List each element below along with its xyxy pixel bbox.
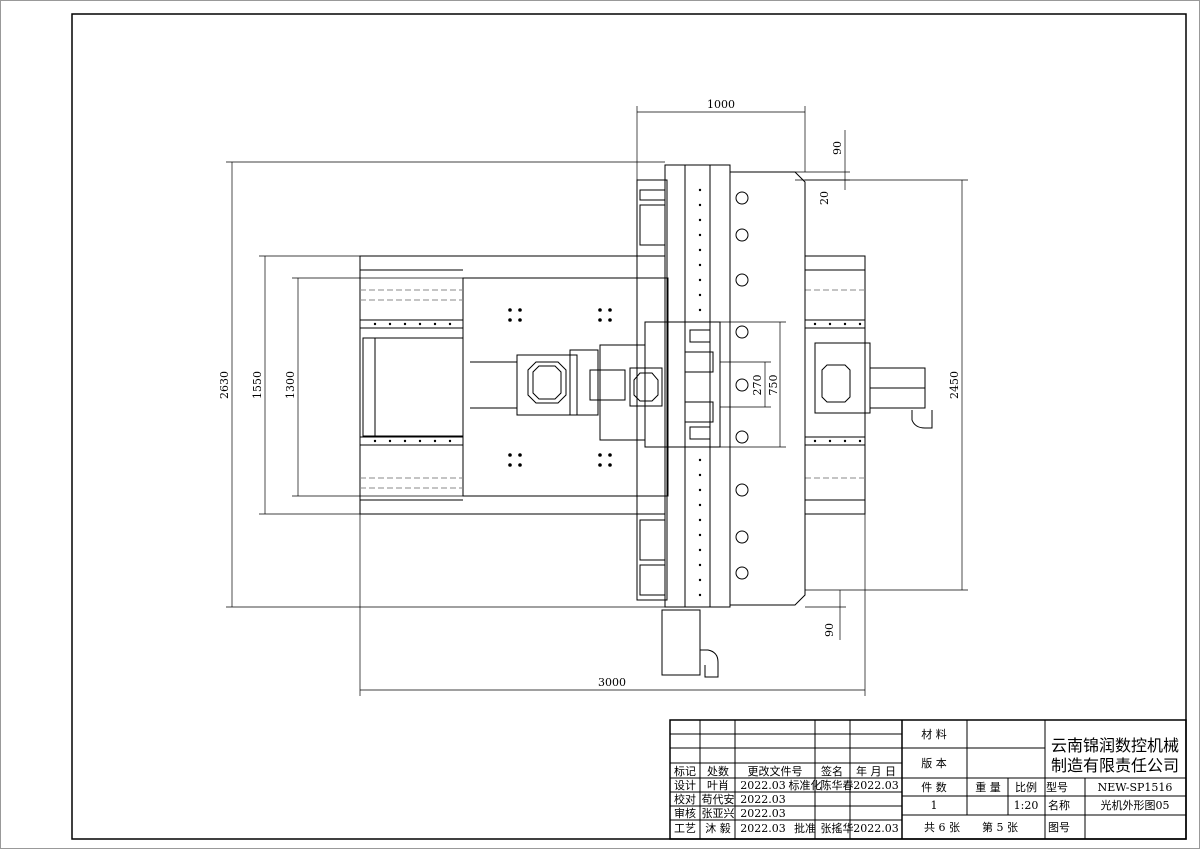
dim-bottom-offset: 90 <box>823 623 836 637</box>
dim-inner-height-1: 1550 <box>251 371 264 399</box>
weight-label: 重 量 <box>975 780 1001 794</box>
material-label: 材 料 <box>921 727 947 741</box>
row-check-person: 苟代安 <box>702 792 735 806</box>
base-right <box>804 255 866 515</box>
row-process-role2: 批准 <box>794 821 816 835</box>
dimension-lines <box>226 106 968 696</box>
dim-right-offset-small: 20 <box>818 191 831 205</box>
dim-right-offset-top: 90 <box>831 141 844 155</box>
company-line2: 制造有限责任公司 <box>1051 756 1179 775</box>
name-value: 光机外形图05 <box>1101 798 1170 812</box>
fixture-left <box>516 354 578 416</box>
table-holes <box>508 308 612 467</box>
header-count: 处数 <box>707 765 729 778</box>
row-process-date2: 2022.03 <box>853 822 899 835</box>
row-design-person: 叶肖 <box>707 778 729 792</box>
base-left <box>359 255 666 515</box>
header-mark: 标记 <box>674 764 696 778</box>
row-process-role: 工艺 <box>674 822 696 835</box>
row-check-role: 校对 <box>674 792 696 806</box>
row-design-person2: 陈华春 <box>821 778 854 792</box>
header-signature: 签名 <box>821 764 843 778</box>
header-date: 年 月 日 <box>856 764 896 778</box>
row-design-date2: 2022.03 <box>853 779 899 792</box>
company-line1: 云南锦润数控机械 <box>1051 736 1179 755</box>
scale-label: 比例 <box>1015 780 1037 794</box>
row-process-person: 沐 毅 <box>705 821 731 835</box>
header-change-doc: 更改文件号 <box>748 764 803 778</box>
version-label: 版 本 <box>921 756 947 770</box>
row-design-role: 设计 <box>674 779 696 792</box>
sheet-total: 共 6 张 <box>924 821 960 834</box>
row-review-role: 审核 <box>674 806 696 820</box>
dim-overall-height: 2630 <box>218 371 231 399</box>
row-review-date: 2022.03 <box>740 807 786 820</box>
row-design-date: 2022.03 <box>740 779 786 792</box>
rail-holes <box>373 188 862 597</box>
dim-center-750: 750 <box>767 375 780 396</box>
model-value: NEW-SP1516 <box>1098 781 1173 794</box>
motor-bottom <box>661 609 701 676</box>
count-label: 件 数 <box>921 781 947 794</box>
row-check-date: 2022.03 <box>740 793 786 806</box>
scale-value: 1:20 <box>1014 799 1039 812</box>
row-process-person2: 张搖华 <box>821 821 854 835</box>
row-design-role2: 标准化 <box>789 778 822 792</box>
column-left-flange <box>636 179 668 601</box>
dim-overall-width: 3000 <box>598 676 626 689</box>
sheet-number: 第 5 张 <box>982 820 1018 834</box>
dim-right-height: 2450 <box>948 371 961 399</box>
name-label: 名称 <box>1048 798 1070 812</box>
row-review-person: 张亚兴 <box>702 807 735 820</box>
model-label: 型号 <box>1046 780 1068 794</box>
machine-outline <box>359 164 933 678</box>
dim-top-width: 1000 <box>707 98 735 111</box>
spindle-head <box>644 321 721 448</box>
dim-inner-height-2: 1300 <box>284 371 297 399</box>
count-value: 1 <box>931 799 938 812</box>
dim-center-270: 270 <box>751 375 764 396</box>
drawing-no-label: 图号 <box>1048 821 1070 834</box>
row-process-date: 2022.03 <box>740 822 786 835</box>
drawing-frame <box>71 13 1187 840</box>
saddle-holes <box>735 191 749 580</box>
title-block <box>669 719 1187 840</box>
